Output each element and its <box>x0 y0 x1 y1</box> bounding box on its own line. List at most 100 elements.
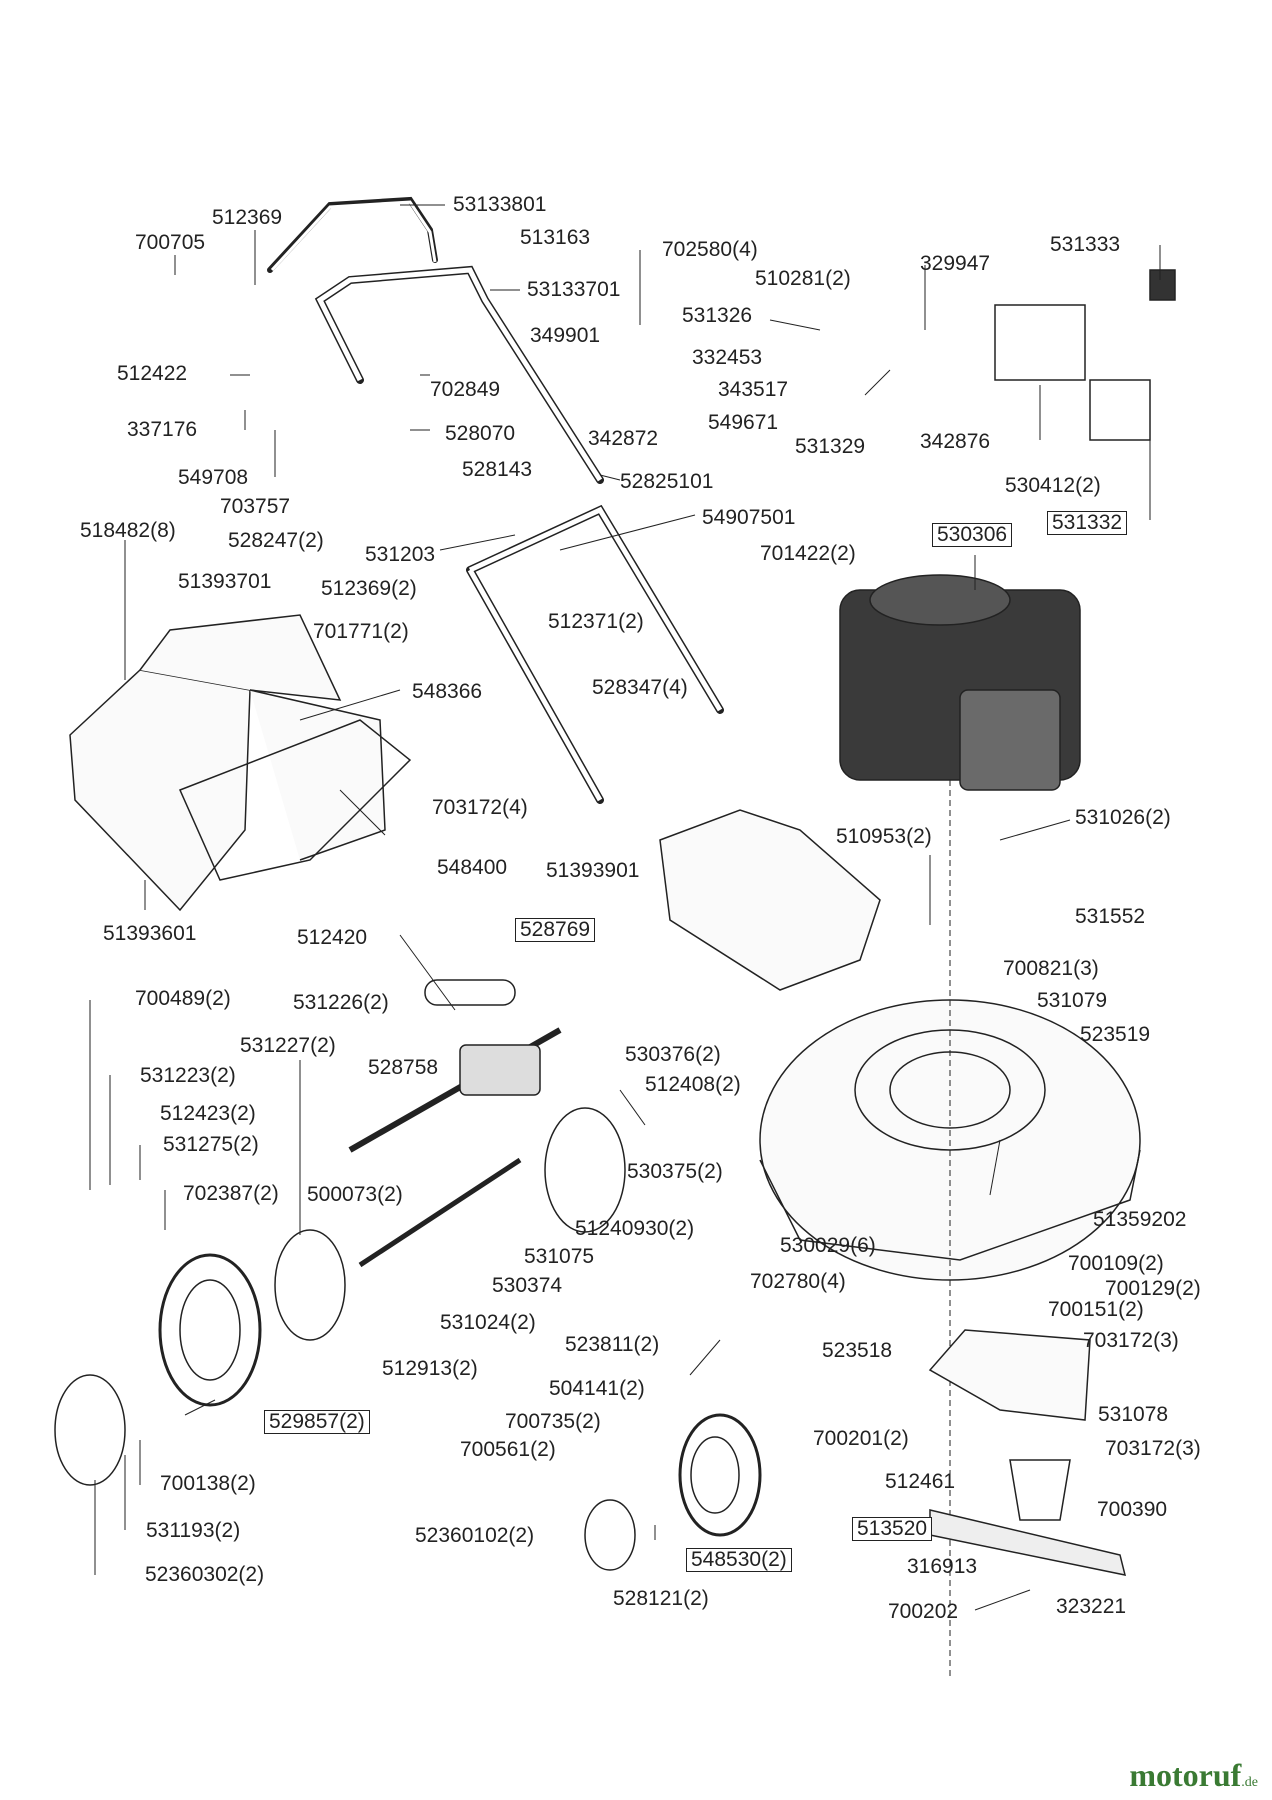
part-label: 531203 <box>365 543 436 566</box>
rear-flap <box>659 809 881 991</box>
part-label: 530374 <box>492 1274 563 1297</box>
part-label: 531024(2) <box>440 1311 536 1334</box>
part-label: 337176 <box>127 418 198 441</box>
gearbox <box>459 1044 541 1096</box>
watermark-logo: motoruf.de <box>1129 1757 1258 1794</box>
part-label: 530412(2) <box>1005 474 1101 497</box>
part-label: 702780(4) <box>750 1270 846 1293</box>
part-label: 523518 <box>822 1339 893 1362</box>
part-label: 531078 <box>1098 1403 1169 1426</box>
part-label: 531227(2) <box>240 1034 336 1057</box>
part-label: 512369(2) <box>321 577 417 600</box>
part-label: 528347(4) <box>592 676 688 699</box>
part-label: 343517 <box>718 378 789 401</box>
part-label: 513163 <box>520 226 591 249</box>
part-label: 703172(4) <box>432 796 528 819</box>
part-label: 510953(2) <box>836 825 932 848</box>
part-label: 700138(2) <box>160 1472 256 1495</box>
part-label: 531026(2) <box>1075 806 1171 829</box>
part-label: 702849 <box>430 378 501 401</box>
part-label: 700821(3) <box>1003 957 1099 980</box>
part-label: 531275(2) <box>163 1133 259 1156</box>
part-label: 531333 <box>1050 233 1121 256</box>
part-label: 701771(2) <box>313 620 409 643</box>
part-label-boxed: 529857(2) <box>264 1410 370 1434</box>
part-label: 531329 <box>795 435 866 458</box>
part-label: 512423(2) <box>160 1102 256 1125</box>
part-label: 528143 <box>462 458 533 481</box>
part-label: 523519 <box>1080 1023 1151 1046</box>
part-label-boxed: 548530(2) <box>686 1548 792 1572</box>
part-label: 701422(2) <box>760 542 856 565</box>
part-label-boxed: 531332 <box>1047 511 1128 535</box>
part-label: 512408(2) <box>645 1073 741 1096</box>
part-label-boxed: 528769 <box>515 918 596 942</box>
part-label: 530376(2) <box>625 1043 721 1066</box>
part-label: 504141(2) <box>549 1377 645 1400</box>
part-label: 528247(2) <box>228 529 324 552</box>
part-label-boxed: 530306 <box>932 523 1013 547</box>
grass-bag <box>69 669 251 912</box>
part-label-boxed: 513520 <box>852 1517 933 1541</box>
part-label: 700735(2) <box>505 1410 601 1433</box>
rear-wheel <box>158 1253 262 1407</box>
part-label: 531552 <box>1075 905 1146 928</box>
part-label: 531223(2) <box>140 1064 236 1087</box>
part-label: 548366 <box>412 680 483 703</box>
front-wheel <box>678 1413 762 1537</box>
part-label: 52825101 <box>620 470 714 493</box>
part-label: 703757 <box>220 495 291 518</box>
part-label: 332453 <box>692 346 763 369</box>
part-label: 700705 <box>135 231 206 254</box>
part-label: 530029(6) <box>780 1234 876 1257</box>
part-label: 53133701 <box>527 278 621 301</box>
part-label: 548400 <box>437 856 508 879</box>
part-label: 342876 <box>920 430 991 453</box>
part-label: 702387(2) <box>183 1182 279 1205</box>
drive-belt <box>424 979 516 1006</box>
part-label: 51393701 <box>178 570 272 593</box>
part-label: 700561(2) <box>460 1438 556 1461</box>
part-label: 52360102(2) <box>415 1524 535 1547</box>
part-label: 512913(2) <box>382 1357 478 1380</box>
part-label: 512461 <box>885 1470 956 1493</box>
part-label: 523811(2) <box>565 1333 660 1356</box>
part-label: 518482(8) <box>80 519 176 542</box>
part-label: 549671 <box>708 411 779 434</box>
part-label: 700151(2) <box>1048 1298 1144 1321</box>
part-label: 549708 <box>178 466 249 489</box>
part-label: 500073(2) <box>307 1183 403 1206</box>
part-label: 510281(2) <box>755 267 851 290</box>
part-label: 54907501 <box>702 506 796 529</box>
part-label: 531193(2) <box>146 1519 241 1542</box>
part-label: 703172(3) <box>1105 1437 1201 1460</box>
part-label: 51393601 <box>103 922 197 945</box>
part-label: 52360302(2) <box>145 1563 265 1586</box>
part-label: 531326 <box>682 304 753 327</box>
part-label: 528758 <box>368 1056 439 1079</box>
part-label: 700109(2) <box>1068 1252 1164 1275</box>
part-label: 703172(3) <box>1083 1329 1179 1352</box>
part-label: 702580(4) <box>662 238 758 261</box>
part-label: 531075 <box>524 1245 595 1268</box>
part-label: 700489(2) <box>135 987 231 1010</box>
part-label: 528070 <box>445 422 516 445</box>
part-label: 512371(2) <box>548 610 644 633</box>
part-label: 700129(2) <box>1105 1277 1201 1300</box>
mulch-plug <box>928 1329 1091 1421</box>
part-label: 316913 <box>907 1555 978 1578</box>
part-label: 53133801 <box>453 193 547 216</box>
part-label: 329947 <box>920 252 991 275</box>
part-label: 531226(2) <box>293 991 389 1014</box>
watermark-text: motoruf <box>1129 1757 1242 1793</box>
part-label: 512420 <box>297 926 368 949</box>
part-label: 531079 <box>1037 989 1108 1012</box>
part-label: 323221 <box>1056 1595 1127 1618</box>
part-label: 51359202 <box>1093 1208 1187 1231</box>
part-label: 51240930(2) <box>575 1217 695 1240</box>
battery-box <box>994 304 1086 381</box>
part-label: 528121(2) <box>613 1587 709 1610</box>
part-label: 700202 <box>888 1600 959 1623</box>
